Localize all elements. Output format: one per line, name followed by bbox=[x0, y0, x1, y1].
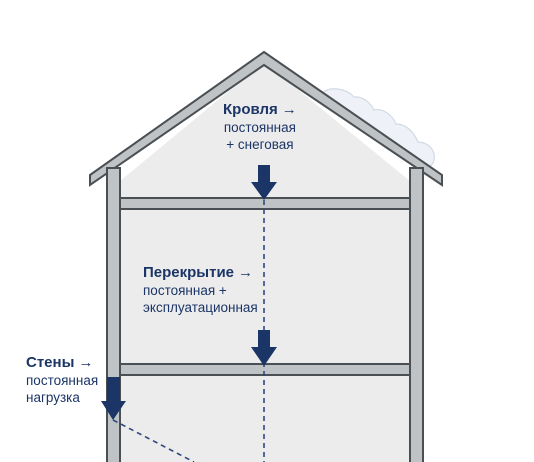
roof bbox=[89, 50, 443, 187]
wall-label-line-1: постоянная bbox=[26, 372, 99, 388]
right-arrow-icon: → bbox=[238, 264, 254, 281]
roof-label-title: Кровля→ bbox=[223, 101, 297, 118]
diagonal-load-path bbox=[112, 419, 195, 462]
right-wall bbox=[409, 167, 424, 462]
snow-cap-icon bbox=[321, 88, 435, 168]
wall-label-title: Стены→ bbox=[26, 354, 94, 371]
right-arrow-icon: → bbox=[78, 354, 94, 371]
floor-load-label: Перекрытие→ постоянная + эксплуатационна… bbox=[143, 264, 258, 317]
roof-label-line-2: + снеговая bbox=[226, 136, 294, 152]
intermediate-floor-slab bbox=[119, 363, 411, 376]
down-arrow-icon bbox=[101, 377, 126, 420]
wall-label-line-2: нагрузка bbox=[26, 389, 80, 405]
house-interior bbox=[120, 62, 410, 462]
floor-label-line-2: эксплуатационная bbox=[143, 299, 258, 315]
down-arrow-icon bbox=[251, 330, 277, 366]
right-arrow-icon: → bbox=[281, 101, 297, 118]
attic-floor-slab bbox=[119, 197, 411, 210]
floor-label-line-1: постоянная + bbox=[143, 282, 227, 298]
floor-label-title: Перекрытие→ bbox=[143, 264, 254, 281]
wall-load-label: Стены→ постоянная нагрузка bbox=[26, 354, 98, 407]
down-arrow-icon bbox=[251, 165, 277, 200]
roof-load-label: Кровля→ постоянная + снеговая bbox=[223, 101, 297, 154]
roof-label-line-1: постоянная bbox=[223, 119, 296, 135]
